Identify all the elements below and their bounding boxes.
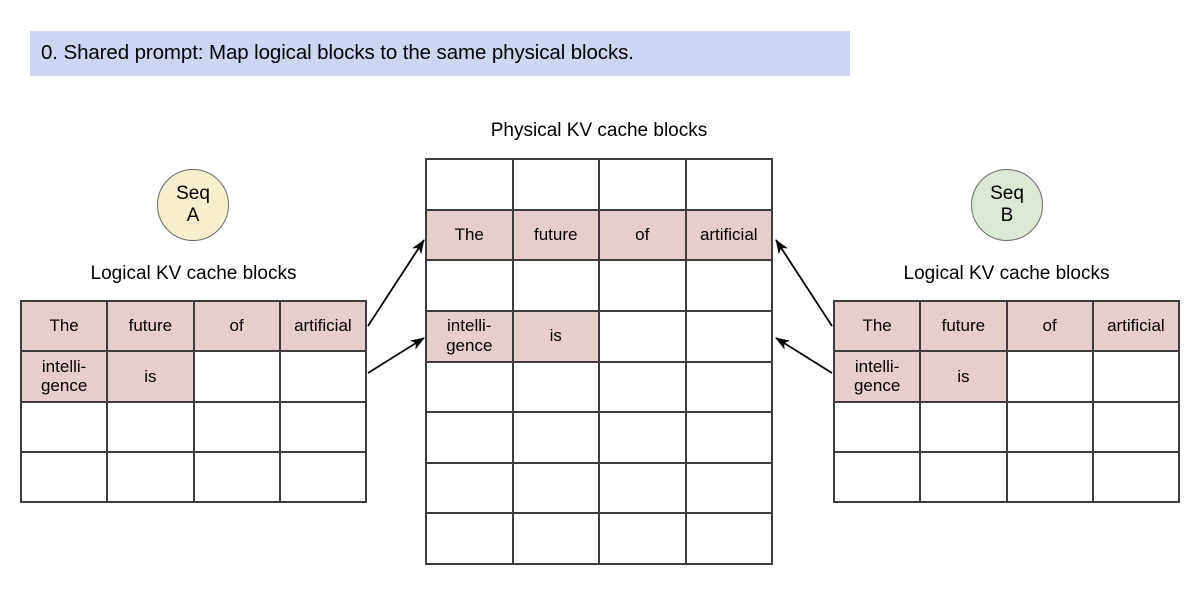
kv-cell-empty [1093, 352, 1180, 403]
seq-b-label-line1: Seq [990, 182, 1024, 204]
kv-cell-empty [686, 463, 773, 515]
kv-cell-empty [513, 362, 600, 414]
kv-cell-empty [921, 402, 1008, 453]
shared-prompt-banner: 0. Shared prompt: Map logical blocks to … [30, 31, 850, 76]
kv-cell-empty [1093, 402, 1180, 453]
kv-cell-token: intelli-gence [835, 352, 922, 403]
kv-cell-empty [835, 402, 922, 453]
kv-cell-empty [513, 160, 600, 211]
kv-cell-empty [280, 402, 367, 453]
kv-cell-empty [835, 452, 922, 503]
kv-cell-token: The [22, 302, 109, 353]
kv-cell-empty [427, 514, 514, 565]
shared-prompt-text: 0. Shared prompt: Map logical blocks to … [41, 41, 634, 65]
kv-cell-token: of [600, 210, 687, 262]
kv-cell-empty [194, 352, 281, 403]
kv-cell-empty [1007, 352, 1094, 403]
kv-cell-empty [600, 514, 687, 565]
arrow-seq-a-block1 [367, 337, 425, 374]
seq-a-badge: Seq A [157, 169, 229, 241]
kv-cell-empty [513, 261, 600, 312]
kv-cell-empty [513, 514, 600, 565]
kv-cell-empty [686, 413, 773, 464]
kv-cell-empty [686, 311, 773, 363]
logical-blocks-title-seq-b: Logical KV cache blocks [903, 263, 1110, 284]
kv-cell-empty [1007, 402, 1094, 453]
kv-cell-empty [194, 402, 281, 453]
kv-cell-token: intelli-gence [427, 311, 514, 363]
kv-cell-empty [686, 362, 773, 414]
seq-b-label-line2: B [1000, 205, 1014, 226]
kv-cell-token: intelli-gence [22, 352, 109, 403]
kv-cell-empty [1007, 452, 1094, 503]
kv-cell-empty [280, 452, 367, 503]
kv-cell-token: of [1007, 302, 1094, 353]
kv-cell-token: is [108, 352, 195, 403]
physical-blocks-title: Physical KV cache blocks [490, 120, 708, 141]
kv-cell-empty [427, 160, 514, 211]
kv-cell-token: artificial [1093, 302, 1180, 353]
kv-cell-empty [194, 452, 281, 503]
logical-blocks-title-seq-a: Logical KV cache blocks [90, 263, 297, 284]
kv-cell-empty [600, 160, 687, 211]
kv-cell-token: future [513, 210, 600, 262]
seq-b-badge: Seq B [971, 169, 1043, 241]
kv-cell-empty [108, 452, 195, 503]
seq-a-label-line1: Seq [176, 182, 210, 204]
kv-cell-token: is [513, 311, 600, 363]
kv-cell-token: future [108, 302, 195, 353]
kv-cell-empty [600, 413, 687, 464]
kv-cell-empty [108, 402, 195, 453]
kv-cell-empty [686, 160, 773, 211]
kv-cell-empty [427, 362, 514, 414]
kv-cell-empty [921, 452, 1008, 503]
kv-cell-empty [600, 362, 687, 414]
arrow-seq-b-block1 [775, 337, 833, 374]
kv-cell-empty [513, 413, 600, 464]
kv-cell-token: of [194, 302, 281, 353]
kv-cell-token: artificial [280, 302, 367, 353]
kv-cell-empty [513, 463, 600, 515]
kv-cell-empty [22, 402, 109, 453]
kv-cell-empty [427, 463, 514, 515]
kv-cell-empty [280, 352, 367, 403]
kv-cell-empty [686, 514, 773, 565]
kv-cell-token: The [427, 210, 514, 262]
kv-cell-empty [600, 261, 687, 312]
kv-cell-token: future [921, 302, 1008, 353]
kv-cell-empty [600, 463, 687, 515]
arrow-seq-b-block0 [775, 239, 833, 327]
kv-cell-token: is [921, 352, 1008, 403]
kv-cell-empty [686, 261, 773, 312]
arrow-seq-a-block0 [367, 239, 425, 327]
kv-cell-empty [427, 413, 514, 464]
kv-cell-empty [427, 261, 514, 312]
kv-cell-token: artificial [686, 210, 773, 262]
kv-cell-empty [1093, 452, 1180, 503]
kv-cell-empty [22, 452, 109, 503]
kv-cell-empty [600, 311, 687, 363]
kv-cell-token: The [835, 302, 922, 353]
seq-a-label-line2: A [186, 205, 200, 226]
